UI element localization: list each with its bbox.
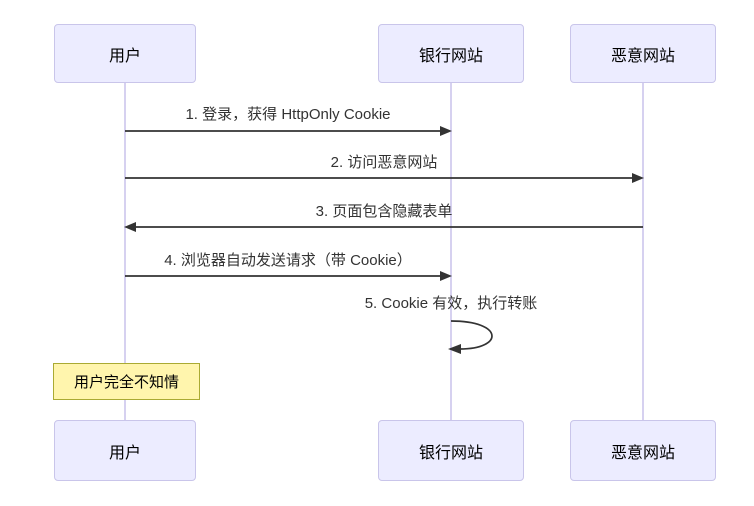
message-3-arrow [124, 222, 643, 232]
actor-malicious-top-label: 恶意网站 [610, 47, 675, 65]
message-4-arrow [125, 271, 452, 281]
lifeline-user [124, 83, 126, 420]
message-3-label: 3. 页面包含隐藏表单 [315, 203, 453, 220]
actor-bank-top-label: 银行网站 [418, 47, 483, 65]
actor-user-top-label: 用户 [108, 47, 141, 65]
actor-bank-bottom-label: 银行网站 [418, 444, 483, 462]
message-5-label: 5. Cookie 有效，执行转账 [364, 295, 538, 312]
actor-user-top: 用户 [54, 24, 196, 83]
message-2-label: 2. 访问恶意网站 [330, 154, 438, 171]
message-1-arrow [125, 126, 452, 136]
actor-malicious-top: 恶意网站 [570, 24, 716, 83]
message-4-label: 4. 浏览器自动发送请求（带 Cookie） [164, 252, 412, 269]
lifeline-bank [450, 83, 452, 420]
lifeline-malicious [642, 83, 644, 420]
actor-user-bottom-label: 用户 [108, 444, 141, 462]
actor-malicious-bottom-label: 恶意网站 [610, 444, 675, 462]
actor-malicious-bottom: 恶意网站 [570, 420, 716, 481]
actor-bank-top: 银行网站 [378, 24, 524, 83]
actor-user-bottom: 用户 [54, 420, 196, 481]
message-1-label: 1. 登录，获得 HttpOnly Cookie [185, 106, 391, 123]
actor-bank-bottom: 银行网站 [378, 420, 524, 481]
message-2-arrow [125, 173, 644, 183]
message-5-self-loop-arrow [448, 320, 493, 354]
note-user-unaware: 用户完全不知情 [53, 363, 200, 400]
